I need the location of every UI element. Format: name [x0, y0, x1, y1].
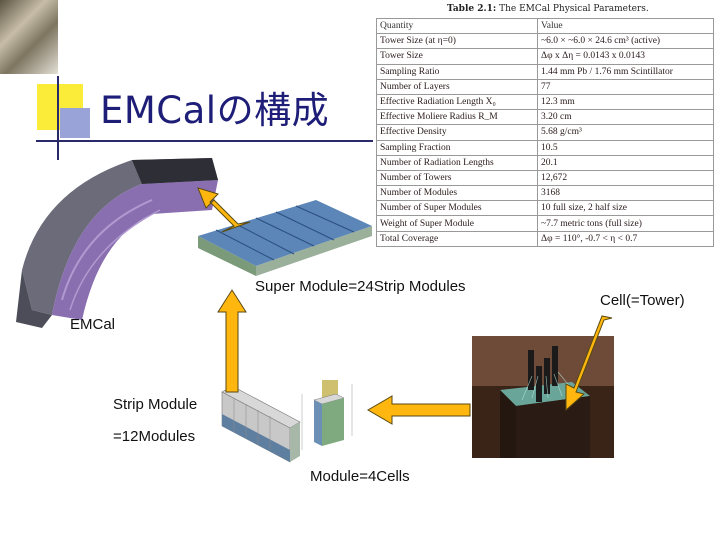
- table-cell-value: Δφ x Δη = 0.0143 x 0.0143: [538, 49, 714, 64]
- cell-photo: [472, 336, 614, 458]
- table-cell-quantity: Effective Moliere Radius R_M: [377, 110, 538, 125]
- emcal-3d-drawing: [12, 150, 220, 330]
- table-caption-number: Table 2.1:: [447, 4, 496, 14]
- table-header-quantity: Quantity: [377, 19, 538, 34]
- label-strip-module-count: =12Modules: [113, 428, 195, 445]
- table-caption: Table 2.1: The EMCal Physical Parameters…: [447, 4, 649, 14]
- label-super-module: Super Module=24Strip Modules: [255, 278, 466, 295]
- table-cell-quantity: Tower Size (at η=0): [377, 34, 538, 49]
- arrow-cell-to-module: [368, 396, 470, 424]
- table-cell-value: 5.68 g/cm³: [538, 125, 714, 140]
- table-cell-quantity: Weight of Super Module: [377, 216, 538, 231]
- table-cell-quantity: Number of Layers: [377, 79, 538, 94]
- table-cell-value: ~7.7 metric tons (full size): [538, 216, 714, 231]
- detector-photo: [0, 0, 58, 74]
- table-cell-quantity: Effective Radiation Length X₀: [377, 94, 538, 109]
- table-cell-quantity: Total Coverage: [377, 231, 538, 246]
- super-module-3d-drawing: [196, 196, 372, 276]
- table-cell-value: ~6.0 × ~6.0 × 24.6 cm³ (active): [538, 34, 714, 49]
- table-cell-value: 20.1: [538, 155, 714, 170]
- table-cell-value: Δφ = 110°, -0.7 < η < 0.7: [538, 231, 714, 246]
- table-cell-quantity: Tower Size: [377, 49, 538, 64]
- table-cell-value: 12.3 mm: [538, 94, 714, 109]
- parameters-table-panel: Table 2.1: The EMCal Physical Parameters…: [373, 2, 717, 264]
- table-cell-value: 3.20 cm: [538, 110, 714, 125]
- table-cell-value: 1.44 mm Pb / 1.76 mm Scintillator: [538, 64, 714, 79]
- table-row: Tower Size (at η=0)~6.0 × ~6.0 × 24.6 cm…: [377, 34, 714, 49]
- label-cell: Cell(=Tower): [600, 292, 685, 309]
- table-cell-quantity: Sampling Fraction: [377, 140, 538, 155]
- table-cell-value: 10 full size, 2 half size: [538, 201, 714, 216]
- table-cell-value: 77: [538, 79, 714, 94]
- strip-module-drawing: [220, 384, 302, 464]
- label-module: Module=4Cells: [310, 468, 410, 485]
- title-vertical-line: [57, 76, 59, 160]
- table-header-value: Value: [538, 19, 714, 34]
- arrow-stripmodule-to-supermodule: [218, 290, 246, 392]
- table-cell-quantity: Effective Density: [377, 125, 538, 140]
- table-cell-value: 12,672: [538, 170, 714, 185]
- module-drawing: [292, 374, 364, 456]
- table-caption-text: The EMCal Physical Parameters.: [496, 4, 648, 14]
- table-cell-quantity: Sampling Ratio: [377, 64, 538, 79]
- title-decoration-blue: [60, 108, 90, 138]
- table-row: Weight of Super Module~7.7 metric tons (…: [377, 216, 714, 231]
- table-cell-value: 3168: [538, 186, 714, 201]
- table-cell-quantity: Number of Modules: [377, 186, 538, 201]
- table-cell-quantity: Number of Radiation Lengths: [377, 155, 538, 170]
- label-strip-module: Strip Module: [113, 396, 197, 413]
- table-cell-quantity: Number of Towers: [377, 170, 538, 185]
- table-header-row: Quantity Value: [377, 19, 714, 34]
- label-emcal: EMCal: [70, 316, 115, 333]
- parameters-table: Quantity Value Tower Size (at η=0)~6.0 ×…: [376, 18, 714, 247]
- table-cell-quantity: Number of Super Modules: [377, 201, 538, 216]
- slide-title: EMCalの構成: [100, 80, 329, 134]
- table-cell-value: 10.5: [538, 140, 714, 155]
- title-underline: [36, 140, 396, 142]
